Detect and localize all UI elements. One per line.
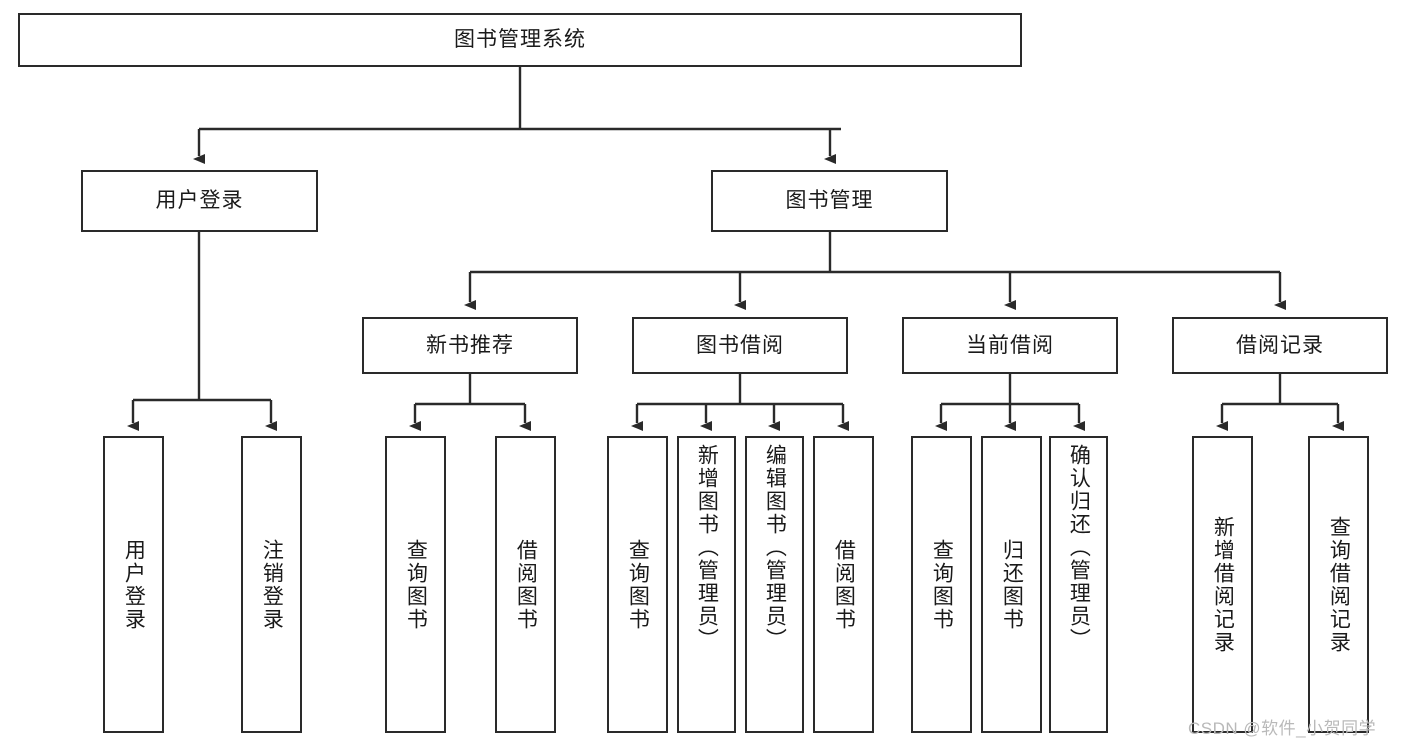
node-leaf-book-borrow-borrow-book[interactable]: 借阅图书 bbox=[813, 436, 874, 733]
node-label: 图书管理系统 bbox=[454, 28, 586, 52]
node-label: 查询图书 bbox=[404, 538, 428, 631]
node-leaf-user-login-login[interactable]: 用户登录 bbox=[103, 436, 164, 733]
node-leaf-user-login-logout[interactable]: 注销登录 bbox=[241, 436, 302, 733]
node-current-borrow[interactable]: 当前借阅 bbox=[902, 317, 1118, 374]
node-label: 新增图书（管理员） bbox=[695, 444, 719, 651]
node-book-borrow[interactable]: 图书借阅 bbox=[632, 317, 848, 374]
node-label: 查询图书 bbox=[930, 538, 954, 631]
node-label: 注销登录 bbox=[260, 538, 284, 631]
node-leaf-book-borrow-add-book-admin[interactable]: 新增图书（管理员） bbox=[677, 436, 736, 733]
node-label: 借阅图书 bbox=[514, 538, 538, 631]
node-leaf-new-book-borrow-book[interactable]: 借阅图书 bbox=[495, 436, 556, 733]
node-leaf-borrow-record-add-record[interactable]: 新增借阅记录 bbox=[1192, 436, 1253, 733]
node-label: 图书借阅 bbox=[696, 333, 784, 357]
node-label: 确认归还（管理员） bbox=[1067, 444, 1091, 651]
node-borrow-record[interactable]: 借阅记录 bbox=[1172, 317, 1388, 374]
node-label: 图书管理 bbox=[785, 189, 874, 213]
node-root-book-management-system[interactable]: 图书管理系统 bbox=[18, 13, 1022, 67]
node-leaf-borrow-record-query-record[interactable]: 查询借阅记录 bbox=[1308, 436, 1369, 733]
node-user-login[interactable]: 用户登录 bbox=[81, 170, 318, 232]
node-label: 当前借阅 bbox=[966, 333, 1054, 357]
node-label: 编辑图书（管理员） bbox=[763, 444, 787, 651]
node-leaf-book-borrow-edit-book-admin[interactable]: 编辑图书（管理员） bbox=[745, 436, 804, 733]
node-leaf-current-borrow-confirm-return-admin[interactable]: 确认归还（管理员） bbox=[1049, 436, 1108, 733]
node-label: 查询借阅记录 bbox=[1327, 515, 1351, 654]
node-label: 借阅图书 bbox=[832, 538, 856, 631]
node-label: 用户登录 bbox=[122, 538, 146, 631]
node-label: 查询图书 bbox=[626, 538, 650, 631]
node-new-book-recommend[interactable]: 新书推荐 bbox=[362, 317, 578, 374]
node-label: 借阅记录 bbox=[1236, 333, 1324, 357]
node-leaf-new-book-query-book[interactable]: 查询图书 bbox=[385, 436, 446, 733]
csdn-watermark: CSDN @软件_小贺同学 bbox=[1188, 719, 1377, 738]
node-leaf-current-borrow-query-book[interactable]: 查询图书 bbox=[911, 436, 972, 733]
node-label: 用户登录 bbox=[155, 189, 244, 213]
node-leaf-current-borrow-return-book[interactable]: 归还图书 bbox=[981, 436, 1042, 733]
node-label: 新增借阅记录 bbox=[1211, 515, 1235, 654]
node-book-management[interactable]: 图书管理 bbox=[711, 170, 948, 232]
node-label: 归还图书 bbox=[1000, 538, 1024, 631]
node-label: 新书推荐 bbox=[426, 333, 514, 357]
node-leaf-book-borrow-query-book[interactable]: 查询图书 bbox=[607, 436, 668, 733]
